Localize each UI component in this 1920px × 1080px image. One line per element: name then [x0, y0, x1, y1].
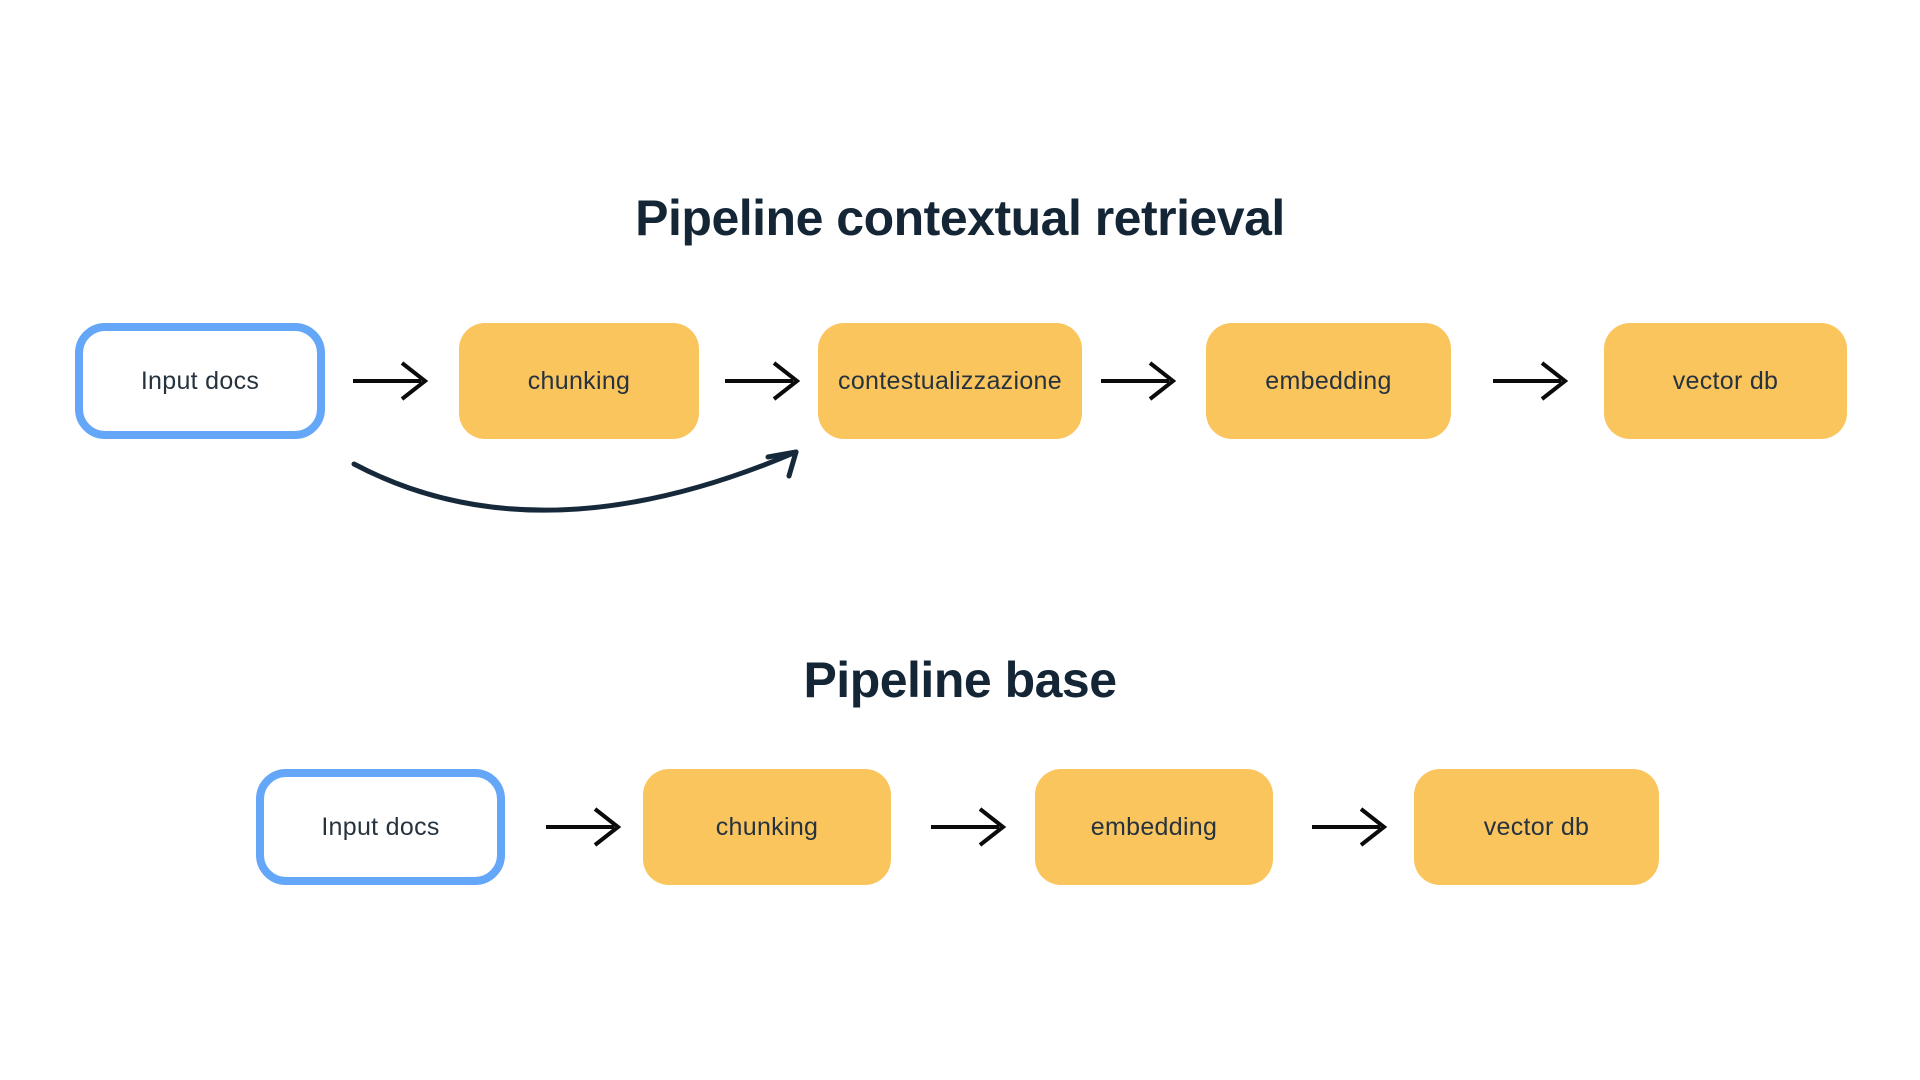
node-label: embedding	[1090, 812, 1218, 841]
node-embedding-base: embedding	[1035, 769, 1273, 885]
node-label: vector db	[1483, 812, 1590, 841]
right-arrow-icon	[931, 807, 1007, 847]
node-chunking-base: chunking	[643, 769, 891, 885]
node-label: Input docs	[140, 366, 260, 395]
node-label: chunking	[527, 366, 631, 395]
node-input-docs-contextual: Input docs	[75, 323, 325, 439]
right-arrow-icon	[1312, 807, 1388, 847]
node-label: chunking	[715, 812, 819, 841]
right-arrow-icon	[1101, 361, 1177, 401]
node-label: embedding	[1265, 366, 1392, 395]
pipeline-base-title: Pipeline base	[803, 652, 1117, 708]
curved-bypass-arrow-icon	[351, 449, 799, 513]
node-label: contestualizzazione	[838, 366, 1062, 395]
node-vector-db-base: vector db	[1414, 769, 1659, 885]
node-vector-db-contextual: vector db	[1604, 323, 1847, 439]
right-arrow-icon	[546, 807, 622, 847]
node-label: vector db	[1672, 366, 1779, 395]
right-arrow-icon	[1493, 361, 1569, 401]
right-arrow-icon	[353, 361, 429, 401]
node-embedding-contextual: embedding	[1206, 323, 1451, 439]
right-arrow-icon	[725, 361, 801, 401]
pipeline-contextual-retrieval-title: Pipeline contextual retrieval	[635, 190, 1285, 246]
node-contestualizzazione: contestualizzazione	[818, 323, 1082, 439]
node-label: Input docs	[321, 812, 440, 841]
node-chunking-contextual: chunking	[459, 323, 699, 439]
node-input-docs-base: Input docs	[256, 769, 505, 885]
